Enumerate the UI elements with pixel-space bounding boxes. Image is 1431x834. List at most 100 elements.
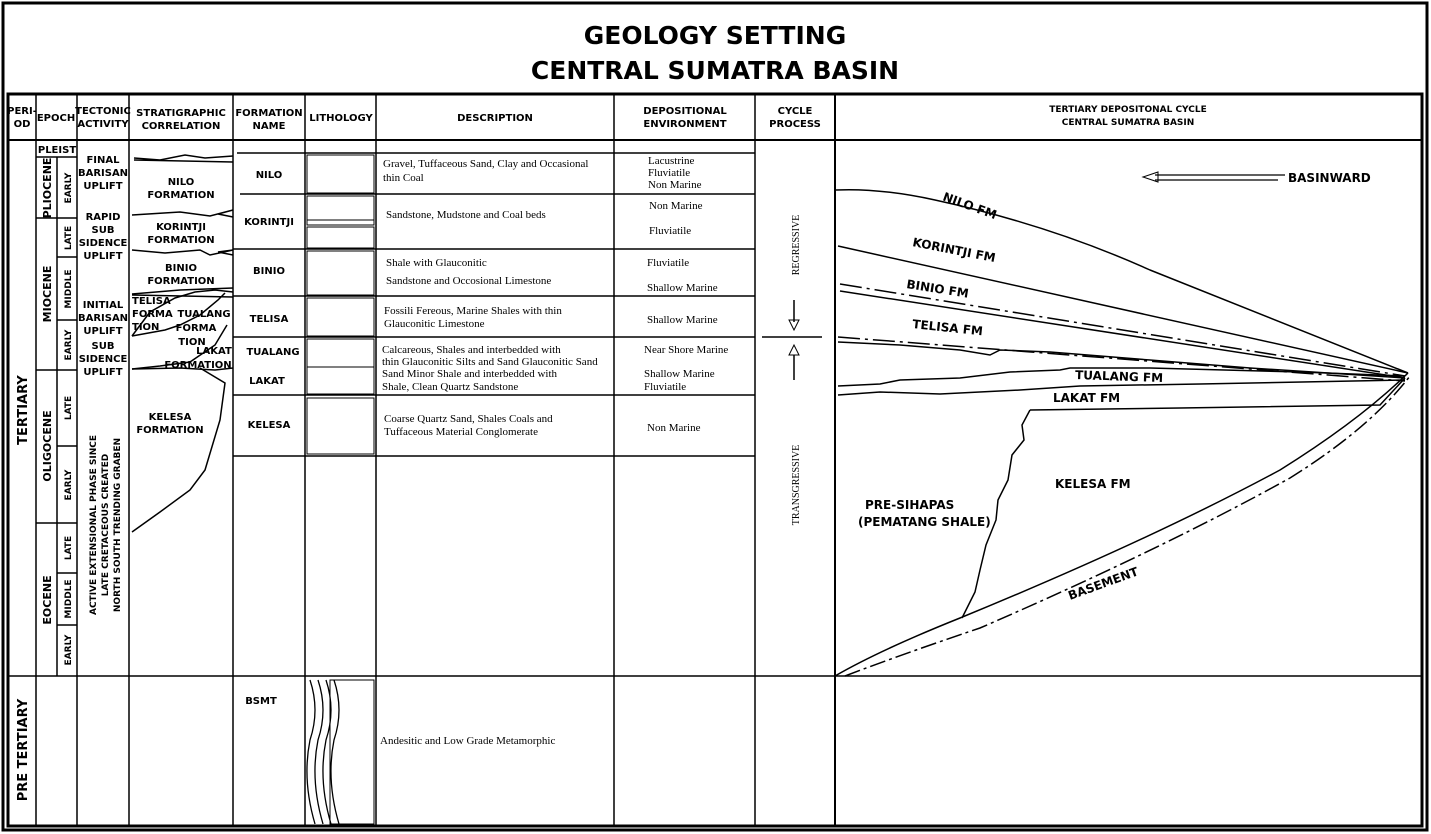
header-depositional-2: ENVIRONMENT bbox=[643, 119, 726, 130]
table-grid bbox=[6, 92, 1424, 828]
environment-text: Lacustrine bbox=[648, 155, 695, 167]
header-strat: STRATIGRAPHIC bbox=[136, 108, 226, 119]
tectonic-text: UPLIFT bbox=[83, 367, 122, 378]
title-line-2: CENTRAL SUMATRA BASIN bbox=[531, 56, 899, 85]
strat-text: FORMATION bbox=[147, 276, 214, 287]
descriptions: Gravel, Tuffaceous Sand, Clay and Occasi… bbox=[380, 158, 598, 747]
epoch-oligocene: OLIGOCENE bbox=[41, 410, 54, 481]
environment-text: Non Marine bbox=[649, 200, 703, 212]
tectonic-text: FINAL bbox=[86, 155, 120, 166]
header-cycle-2: PROCESS bbox=[769, 119, 821, 130]
header-tertiary-cycle: TERTIARY DEPOSITONAL CYCLE bbox=[1049, 105, 1207, 115]
period-tertiary: TERTIARY bbox=[16, 375, 31, 445]
binio-top bbox=[839, 283, 1406, 377]
label-korintji-fm: KORINTJI FM bbox=[911, 235, 996, 265]
strat-text: KORINTJI bbox=[156, 222, 206, 233]
header-strat-2: CORRELATION bbox=[142, 121, 221, 132]
tectonic-text: SIDENCE bbox=[79, 238, 128, 249]
strat-text: LAKAT bbox=[196, 346, 232, 357]
lithology-coal-bed bbox=[306, 219, 375, 226]
formation-binio: BINIO bbox=[253, 266, 285, 277]
binio-base bbox=[839, 290, 1406, 379]
korintji-top bbox=[837, 245, 1409, 374]
header-formation-2: NAME bbox=[253, 121, 286, 132]
tectonic-text: UPLIFT bbox=[83, 181, 122, 192]
basement-dashed bbox=[844, 375, 1411, 677]
subepoch-eocene-early: EARLY bbox=[64, 634, 74, 665]
title-line-1: GEOLOGY SETTING bbox=[584, 21, 846, 50]
subepoch-miocene-early: EARLY bbox=[64, 329, 74, 360]
cycle-transgressive: TRANSGRESSIVE bbox=[791, 445, 802, 526]
header-lithology: LITHOLOGY bbox=[309, 113, 373, 124]
tectonic-text: BARISAN bbox=[78, 168, 128, 179]
environment-text: Shallow Marine bbox=[647, 314, 718, 326]
description-text: Glauconitic Limestone bbox=[384, 318, 485, 330]
subepoch-oligocene-early: EARLY bbox=[64, 469, 74, 500]
environment-text: Fluviatile bbox=[647, 257, 689, 269]
lithology-telisa bbox=[306, 297, 375, 337]
tectonic-text: NORTH SOUTH TRENDING GRABEN bbox=[113, 438, 123, 612]
environment-text: Non Marine bbox=[648, 179, 702, 191]
formation-bsmt: BSMT bbox=[245, 696, 277, 707]
strat-text: FORMATION bbox=[147, 190, 214, 201]
tectonic-text: SUB bbox=[92, 341, 115, 352]
lithology-korintji-lower bbox=[306, 226, 375, 249]
tectonic-text: INITIAL bbox=[83, 300, 124, 311]
label-tualang-fm: TUALANG FM bbox=[1075, 368, 1163, 385]
period-pre-tertiary: PRE TERTIARY bbox=[16, 698, 31, 801]
header-epoch: EPOCH bbox=[37, 113, 75, 124]
strat-text: KELESA bbox=[149, 412, 192, 423]
cycle-process: REGRESSIVE TRANSGRESSIVE bbox=[762, 215, 822, 526]
strat-text: BINIO bbox=[165, 263, 197, 274]
subepoch-oligocene-late: LATE bbox=[64, 396, 74, 420]
header-formation: FORMATION bbox=[235, 108, 302, 119]
strat-text: FORMATION bbox=[147, 235, 214, 246]
tectonic-activity: FINAL BARISAN UPLIFT RAPID SUB SIDENCE U… bbox=[78, 155, 128, 615]
formation-kelesa: KELESA bbox=[248, 420, 291, 431]
description-text: Sand Minor Shale and interbedded with bbox=[382, 368, 558, 380]
tualang-top bbox=[837, 367, 1406, 387]
header-depositional: DEPOSITIONAL bbox=[643, 106, 727, 117]
description-text: Sandstone, Mudstone and Coal beds bbox=[386, 209, 546, 221]
description-text: thin Coal bbox=[383, 172, 424, 184]
strat-text: FORMATION bbox=[164, 360, 231, 371]
description-text: Gravel, Tuffaceous Sand, Clay and Occasi… bbox=[383, 158, 588, 170]
description-text: Coarse Quartz Sand, Shales Coals and bbox=[384, 413, 553, 425]
lithology-column bbox=[306, 154, 375, 825]
environment-text: Fluviatile bbox=[644, 381, 686, 393]
environment-text: Fluviatile bbox=[649, 225, 691, 237]
lithology-nilo bbox=[306, 154, 375, 194]
lithology-kelesa bbox=[306, 397, 375, 455]
column-headers: PERI- OD EPOCH TECTONIC ACTIVITY STRATIG… bbox=[7, 105, 1207, 132]
header-period: PERI- bbox=[7, 106, 37, 117]
header-description: DESCRIPTION bbox=[457, 113, 533, 124]
tectonic-text: RAPID bbox=[86, 212, 121, 223]
tectonic-text: SIDENCE bbox=[79, 354, 128, 365]
formation-korintji: KORINTJI bbox=[244, 217, 294, 228]
strat-text: NILO bbox=[168, 177, 195, 188]
tectonic-text: ACTIVE EXTENSIONAL PHASE SINCE bbox=[89, 435, 99, 615]
label-kelesa-fm: KELESA FM bbox=[1055, 477, 1131, 491]
tectonic-text: LATE CRETACEOUS CREATED bbox=[101, 454, 111, 597]
lithology-korintji bbox=[306, 195, 375, 221]
strat-text: TUALANG bbox=[177, 309, 230, 320]
telisa-top bbox=[837, 336, 1406, 382]
lithology-binio bbox=[306, 250, 375, 296]
tectonic-text: UPLIFT bbox=[83, 326, 122, 337]
strat-text: FORMA bbox=[176, 323, 217, 334]
tectonic-text: SUB bbox=[92, 225, 115, 236]
header-period-2: OD bbox=[14, 119, 31, 130]
label-pre-sihapas: PRE-SIHAPAS bbox=[865, 498, 954, 512]
environment-text: Non Marine bbox=[647, 422, 701, 434]
lithology-basement bbox=[329, 679, 375, 825]
subepoch-miocene-middle: MIDDLE bbox=[64, 269, 74, 308]
tectonic-text: UPLIFT bbox=[83, 251, 122, 262]
telisa-base bbox=[837, 341, 1406, 379]
stratigraphic-correlation: NILO FORMATION KORINTJI FORMATION BINIO … bbox=[131, 154, 234, 533]
tectonic-text: BARISAN bbox=[78, 313, 128, 324]
label-basement: BASEMENT bbox=[1066, 564, 1141, 603]
header-tectonic-2: ACTIVITY bbox=[77, 119, 129, 130]
nilo-top bbox=[835, 188, 1409, 374]
